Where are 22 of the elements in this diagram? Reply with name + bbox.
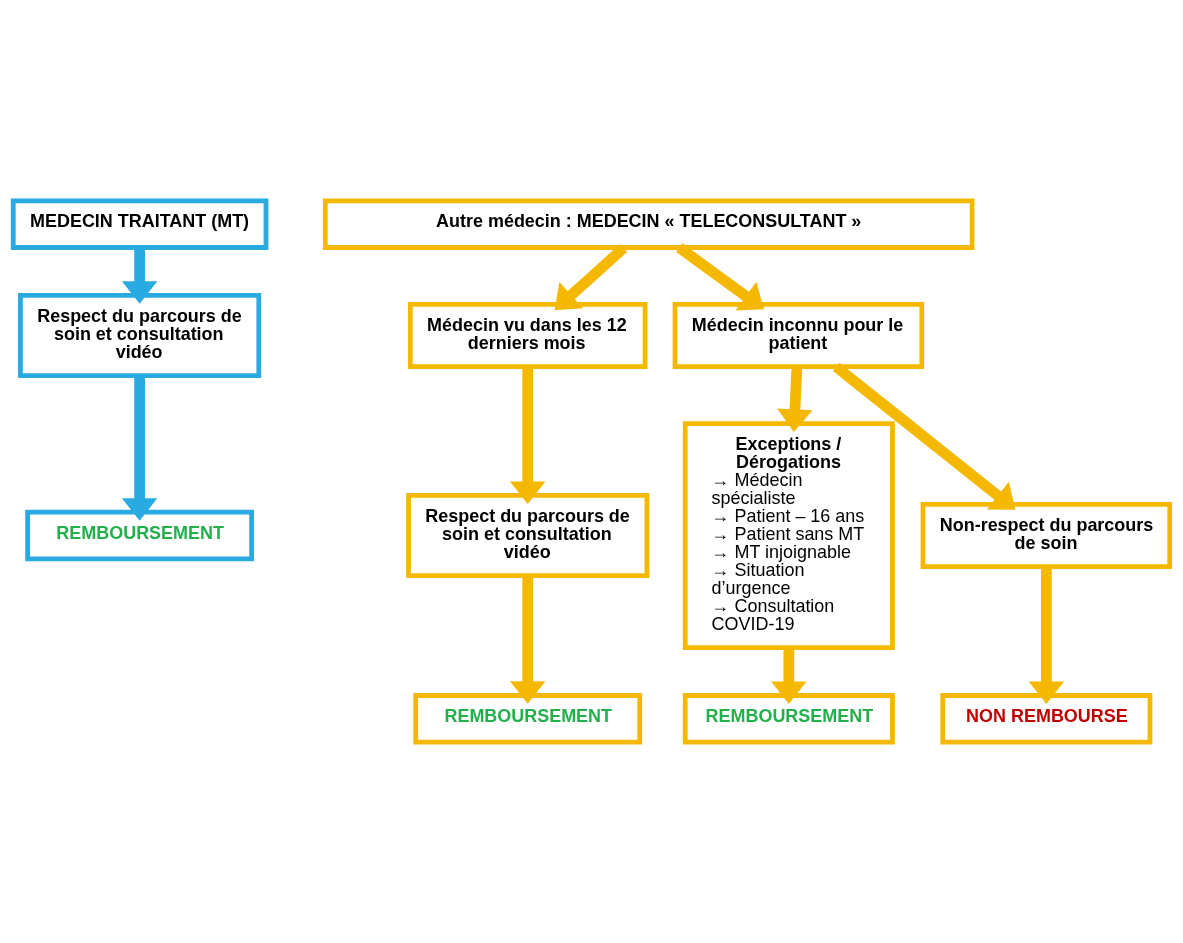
node-box: Médecin vu dans les 12 derniers mois (407, 302, 648, 370)
node-box: Médecin inconnu pour le patient (672, 302, 925, 370)
node-box: Autre médecin : MEDECIN « TELECONSULTANT » (322, 198, 975, 250)
node-box: Exceptions / Dérogations → Médecin spécialiste → Patient – 16 ans → Patient sans MT → MT injoignable → Situation d’urgence → Consultation COVID-19 (682, 421, 895, 650)
arrow (1028, 567, 1065, 704)
node-box: REMBOURSEMENT (682, 693, 895, 745)
node-box: Respect du parcours de soin et consultation vidéo (406, 493, 650, 579)
arrow (777, 366, 813, 432)
arrow (121, 375, 158, 521)
node-box: MEDECIN TRAITANT (MT) (10, 198, 269, 250)
arrow (510, 366, 546, 504)
node-box: Respect du parcours de soin et consultation vidéo (18, 293, 262, 379)
arrow (510, 576, 546, 704)
node-box: REMBOURSEMENT (413, 693, 643, 745)
arrow (554, 243, 628, 311)
arrow (676, 243, 765, 311)
node-box: NON REMBOURSE (940, 693, 1153, 745)
arrow (121, 247, 158, 304)
node-box: REMBOURSEMENT (25, 509, 254, 562)
arrow (771, 647, 807, 704)
node-box: Non-respect du parcours de soin (920, 502, 1173, 570)
arrow (832, 362, 1016, 510)
